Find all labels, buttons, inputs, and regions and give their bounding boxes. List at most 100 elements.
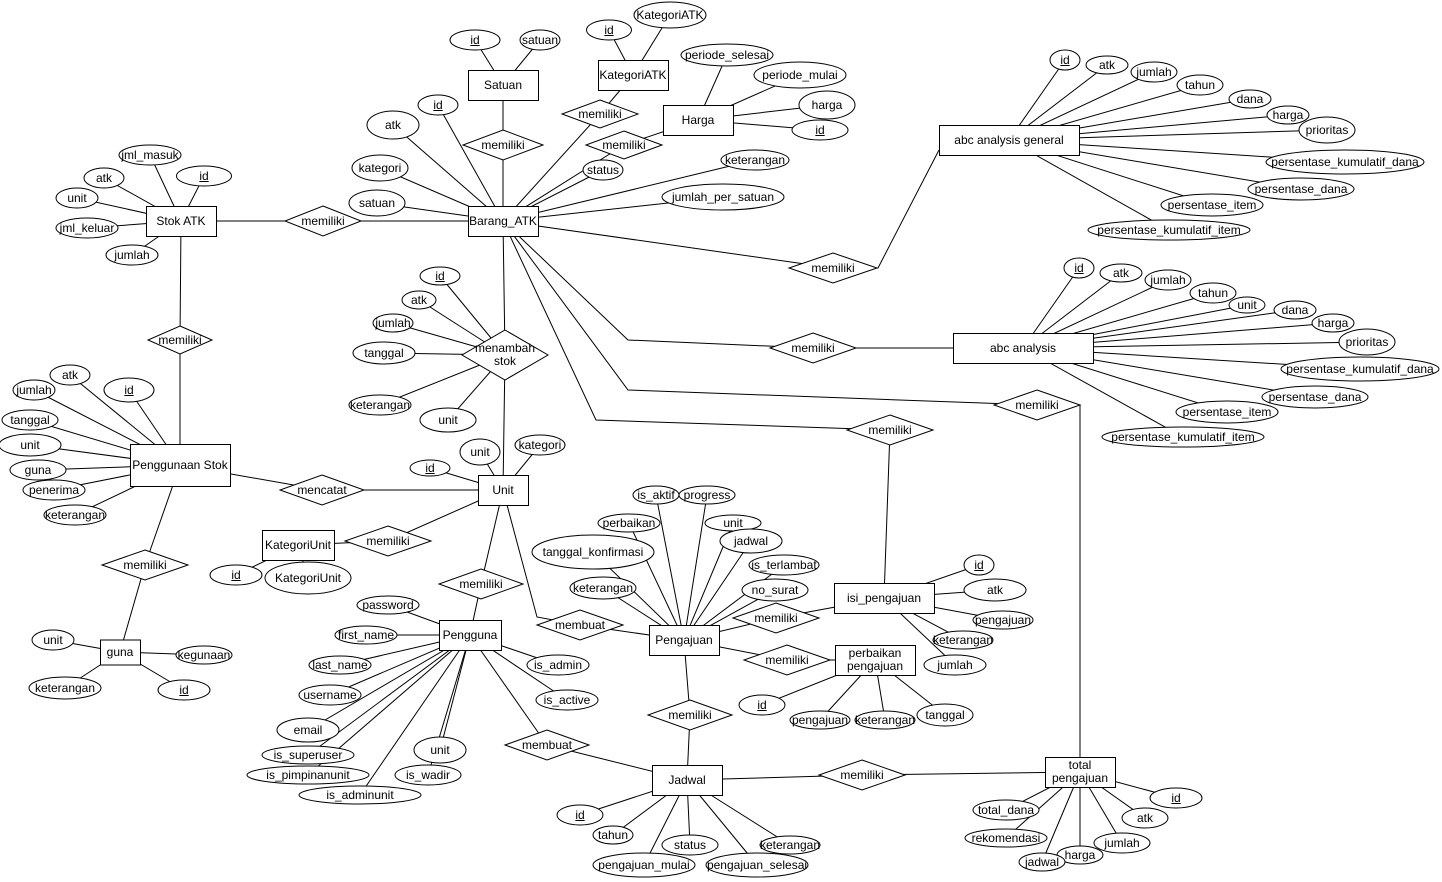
relationship-r16[interactable] — [731, 602, 821, 634]
relationship-r15[interactable] — [535, 609, 625, 641]
attribute-pu_active[interactable] — [535, 689, 599, 711]
entity-isi[interactable] — [834, 583, 935, 614]
relationship-r12[interactable] — [343, 525, 433, 557]
attribute-jd_mulai[interactable] — [592, 852, 696, 878]
attribute-pj_ket[interactable] — [569, 576, 637, 600]
attribute-jd_status[interactable] — [661, 834, 719, 856]
attribute-pj_jadwal[interactable] — [719, 528, 783, 554]
entity-katunit[interactable] — [262, 530, 335, 561]
entity-total[interactable] — [1045, 757, 1116, 788]
attribute-stok_id[interactable] — [176, 165, 232, 187]
attribute-perb_pengajuan[interactable] — [789, 710, 851, 730]
relationship-r17[interactable] — [742, 644, 832, 676]
entity-pengajuan[interactable] — [649, 625, 720, 656]
attribute-unit_kategori[interactable] — [514, 434, 566, 456]
attribute-barang_kategori[interactable] — [351, 154, 409, 182]
attribute-pengg_id[interactable] — [103, 377, 155, 403]
attribute-abcg_pd[interactable] — [1247, 177, 1355, 201]
entity-abcg[interactable] — [939, 125, 1080, 156]
entity-satuan[interactable] — [468, 70, 539, 101]
attribute-abcg_id[interactable] — [1049, 49, 1081, 71]
attribute-pu_password[interactable] — [356, 595, 420, 615]
attribute-abcg_atk[interactable] — [1085, 55, 1129, 75]
attribute-harga_ps[interactable] — [680, 43, 774, 67]
attribute-barang_status[interactable] — [582, 159, 624, 181]
attribute-jd_selesai[interactable] — [705, 852, 809, 878]
attribute-abcg_pki[interactable] — [1087, 219, 1251, 241]
attribute-abcg_pi[interactable] — [1160, 193, 1264, 217]
entity-abc[interactable] — [953, 333, 1094, 364]
attribute-jd_tahun[interactable] — [592, 825, 634, 845]
relationship-r2[interactable] — [560, 99, 640, 129]
attribute-pj_tk[interactable] — [531, 534, 655, 570]
attribute-satuan_id[interactable] — [449, 29, 501, 51]
relationship-r5[interactable] — [787, 252, 879, 284]
attribute-pengg_ket[interactable] — [43, 504, 107, 526]
relationship-r14[interactable] — [437, 568, 525, 600]
attribute-abc_harga[interactable] — [1311, 313, 1355, 333]
attribute-pengg_unit[interactable] — [0, 433, 62, 457]
relationship-r11[interactable] — [278, 474, 366, 506]
attribute-abc_jumlah[interactable] — [1144, 269, 1192, 291]
attribute-stok_jumlah[interactable] — [105, 244, 159, 266]
attribute-pj_progress[interactable] — [678, 485, 736, 505]
attribute-isi_atk[interactable] — [963, 578, 1027, 602]
attribute-isi_jumlah[interactable] — [923, 654, 987, 676]
attribute-ms_id[interactable] — [419, 266, 461, 286]
attribute-stok_atk[interactable] — [83, 167, 125, 189]
attribute-abc_atk[interactable] — [1099, 263, 1143, 283]
attribute-abcg_jumlah[interactable] — [1130, 61, 1178, 83]
relationship-r20[interactable] — [817, 759, 907, 791]
attribute-barang_satuan[interactable] — [348, 189, 406, 217]
attribute-abc_dana[interactable] — [1273, 300, 1317, 320]
attribute-pj_perbaikan[interactable] — [597, 513, 661, 533]
attribute-pu_super[interactable] — [261, 745, 355, 765]
entity-unit[interactable] — [478, 475, 529, 506]
attribute-perb_tanggal[interactable] — [916, 703, 974, 727]
attribute-pengg_guna[interactable] — [9, 459, 67, 481]
attribute-abc_pi[interactable] — [1175, 400, 1279, 424]
attribute-pu_wadir[interactable] — [394, 764, 462, 786]
relationship-r8[interactable] — [768, 332, 858, 364]
attribute-katunit_nama[interactable] — [264, 561, 352, 595]
attribute-barang_id[interactable] — [417, 94, 459, 116]
attribute-katatk_id[interactable] — [586, 19, 632, 41]
attribute-guna_keg[interactable] — [175, 645, 233, 665]
attribute-harga_harga[interactable] — [798, 90, 856, 120]
attribute-abcg_prio[interactable] — [1298, 116, 1356, 144]
attribute-pu_pimp[interactable] — [246, 765, 370, 785]
attribute-abcg_pkd[interactable] — [1265, 149, 1425, 175]
attribute-jd_ket[interactable] — [759, 835, 821, 855]
attribute-abc_tahun[interactable] — [1189, 282, 1237, 304]
entity-harga[interactable] — [663, 105, 734, 136]
relationship-r6[interactable] — [461, 329, 549, 381]
attribute-isi_ket[interactable] — [932, 630, 994, 650]
attribute-barang_ket[interactable] — [720, 149, 790, 171]
entity-barang[interactable] — [468, 206, 539, 237]
attribute-pu_last[interactable] — [308, 655, 372, 675]
attribute-ms_ket[interactable] — [348, 394, 412, 416]
relationship-r7[interactable] — [146, 325, 214, 355]
relationship-r1[interactable] — [461, 129, 545, 161]
attribute-barang_jps[interactable] — [661, 183, 785, 211]
relationship-r19[interactable] — [503, 729, 591, 761]
attribute-ms_tanggal[interactable] — [352, 341, 416, 365]
attribute-unit_unit[interactable] — [459, 438, 501, 466]
attribute-pengg_penerima[interactable] — [22, 479, 86, 501]
attribute-ms_jumlah[interactable] — [372, 313, 414, 333]
attribute-stok_jk[interactable] — [55, 217, 119, 239]
attribute-stok_jm[interactable] — [118, 144, 182, 166]
attribute-abc_id[interactable] — [1063, 257, 1095, 279]
attribute-tp_jumlah[interactable] — [1093, 832, 1151, 854]
attribute-abc_prio[interactable] — [1338, 328, 1396, 356]
relationship-r9[interactable] — [992, 389, 1082, 421]
relationship-r18[interactable] — [646, 699, 734, 731]
attribute-pengg_atk[interactable] — [49, 364, 91, 386]
attribute-unit_id[interactable] — [409, 459, 451, 477]
attribute-tp_id[interactable] — [1149, 787, 1203, 809]
entity-stok[interactable] — [146, 206, 217, 237]
attribute-perb_id[interactable] — [738, 694, 786, 716]
attribute-katunit_id[interactable] — [209, 564, 263, 586]
attribute-jd_id[interactable] — [556, 804, 604, 826]
relationship-r13[interactable] — [100, 549, 190, 581]
